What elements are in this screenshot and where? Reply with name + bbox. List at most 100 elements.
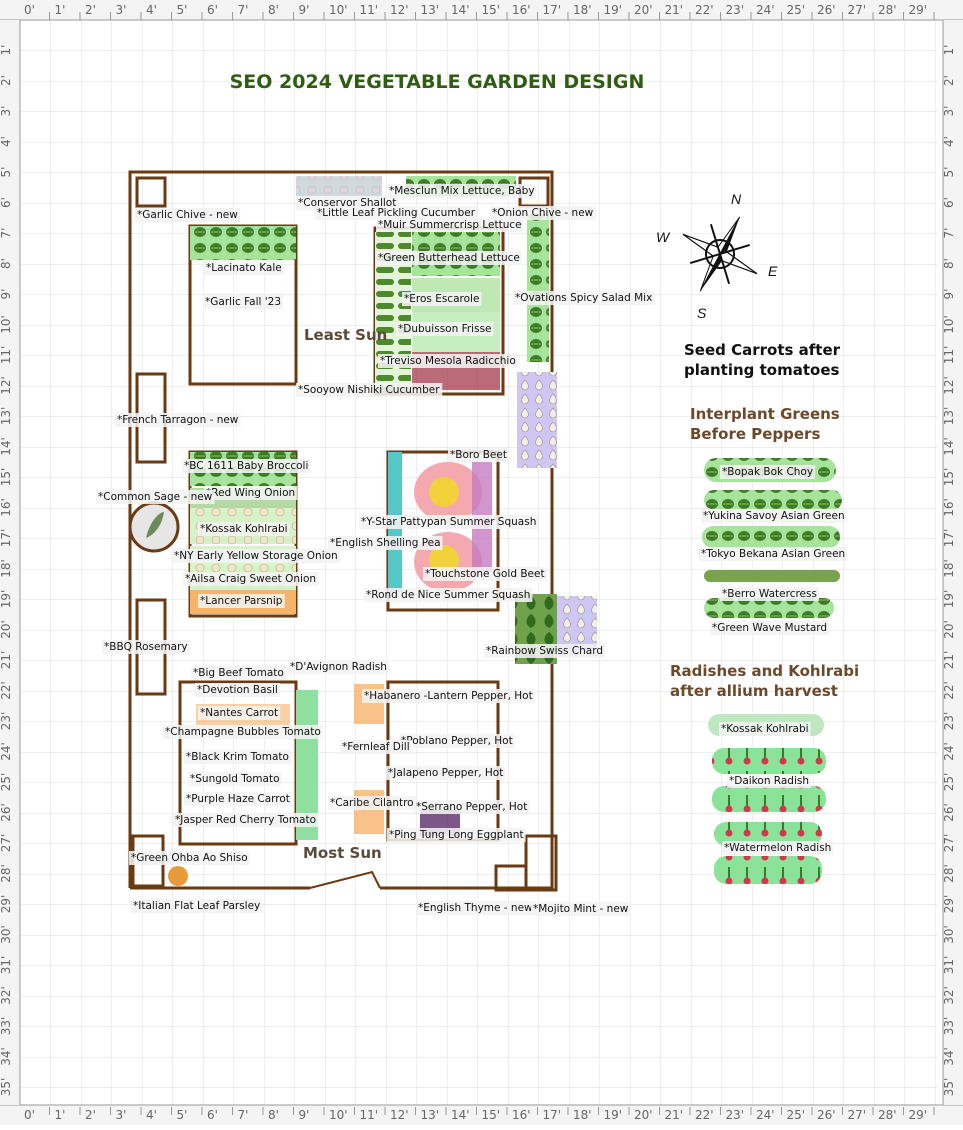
plant-label[interactable]: *Red Wing Onion	[204, 486, 298, 500]
plant-label[interactable]: *Fernleaf Dill	[340, 740, 412, 754]
plant-label[interactable]: *Mojito Mint - new	[531, 902, 631, 916]
ruler-tick-label: 21'	[665, 3, 684, 17]
plant-label[interactable]: *Treviso Mesola Radicchio	[378, 354, 518, 368]
svg-text:*Ovations Spicy Salad Mix: *Ovations Spicy Salad Mix	[515, 292, 652, 304]
plant-label[interactable]: *Habanero -Lantern Pepper, Hot	[362, 689, 535, 703]
ruler-tick-label: 7'	[942, 228, 956, 239]
plant-label[interactable]: *Serrano Pepper, Hot	[414, 800, 530, 814]
ruler-tick-label: 26'	[817, 1108, 836, 1122]
plant-label[interactable]: *Kossak Kohlrabi	[198, 522, 290, 536]
plant-label[interactable]: *Devotion Basil	[195, 683, 280, 697]
plant-label[interactable]: *Berro Watercress	[720, 587, 819, 601]
plant-label[interactable]: *BC 1611 Baby Broccoli	[182, 459, 311, 473]
plant-label[interactable]: *BBQ Rosemary	[102, 640, 190, 654]
ruler-tick-label: 28'	[878, 1108, 897, 1122]
ruler-tick-label: 13'	[421, 3, 440, 17]
svg-text:*Treviso Mesola Radicchio: *Treviso Mesola Radicchio	[380, 355, 516, 367]
plant-label[interactable]: *Ping Tung Long Eggplant	[387, 828, 526, 842]
ruler-tick-label: 16'	[0, 498, 13, 517]
plant-label[interactable]: *Garlic Chive - new	[135, 208, 241, 222]
plant-label[interactable]: *Caribe Cilantro	[328, 796, 416, 810]
plant-label[interactable]: *Jasper Red Cherry Tomato	[173, 813, 319, 827]
plant-label[interactable]: *Rond de Nice Summer Squash	[364, 588, 533, 602]
plant-label[interactable]: *Lacinato Kale	[204, 261, 284, 275]
svg-text:*Green Ohba Ao Shiso: *Green Ohba Ao Shiso	[131, 852, 248, 864]
ruler-tick-label: 8'	[268, 1108, 279, 1122]
ruler-tick-label: 16'	[512, 3, 531, 17]
watermelon-row-1	[714, 822, 822, 846]
svg-text:*Sungold Tomato: *Sungold Tomato	[190, 773, 280, 785]
ruler-tick-label: 12'	[0, 376, 13, 395]
plant-label[interactable]: *Little Leaf Pickling Cucumber	[315, 206, 478, 220]
plant-label[interactable]: *Italian Flat Leaf Parsley	[131, 899, 263, 913]
ruler-tick-label: 10'	[329, 3, 348, 17]
plant-label[interactable]: *Watermelon Radish	[722, 841, 834, 855]
plant-label[interactable]: *Jalapeno Pepper, Hot	[386, 766, 506, 780]
plant-label[interactable]: *Muir Summercrisp Lettuce	[376, 218, 524, 232]
plant-label[interactable]: *Champagne Bubbles Tomato	[163, 725, 323, 739]
plant-label[interactable]: *Kossak Kohlrabi	[719, 722, 811, 736]
plant-label[interactable]: *Ovations Spicy Salad Mix	[513, 291, 655, 305]
plant-label[interactable]: *NY Early Yellow Storage Onion	[172, 549, 340, 563]
plant-label[interactable]: *Black Krim Tomato	[184, 750, 291, 764]
ruler-tick-label: 18'	[573, 3, 592, 17]
ruler-tick-label: 9'	[299, 3, 310, 17]
plant-label[interactable]: *Boro Beet	[448, 448, 509, 462]
svg-text:*Muir Summercrisp Lettuce: *Muir Summercrisp Lettuce	[378, 219, 522, 231]
plant-label[interactable]: *French Tarragon - new	[115, 413, 241, 427]
svg-text:*Berro Watercress: *Berro Watercress	[722, 588, 817, 600]
plant-label[interactable]: *Touchstone Gold Beet	[423, 567, 547, 581]
plant-label[interactable]: *Green Wave Mustard	[710, 621, 830, 635]
ruler-tick-label: 10'	[942, 315, 956, 334]
plant-label[interactable]: *English Shelling Pea	[328, 536, 443, 550]
ruler-tick-label: 18'	[573, 1108, 592, 1122]
plant-label[interactable]: *Purple Haze Carrot	[184, 792, 292, 806]
plant-label[interactable]: *Eros Escarole	[402, 292, 482, 306]
plant-label[interactable]: *Yukina Savoy Asian Green	[701, 509, 847, 523]
svg-text:*Italian Flat Leaf Parsley: *Italian Flat Leaf Parsley	[133, 900, 260, 912]
ruler-tick-label: 5'	[177, 1108, 188, 1122]
plant-label[interactable]: *Green Butterhead Lettuce	[376, 251, 522, 265]
plant-label[interactable]: *Lancer Parsnip	[198, 594, 285, 608]
svg-text:*BBQ Rosemary: *BBQ Rosemary	[104, 641, 188, 653]
ruler-tick-label: 7'	[238, 3, 249, 17]
plant-label[interactable]: *Rainbow Swiss Chard	[484, 644, 606, 658]
ruler-tick-label: 2'	[942, 75, 956, 86]
plant-labels: *Garlic Chive - new*Conservor Shallot*Li…	[96, 184, 848, 916]
plant-label[interactable]: *Sungold Tomato	[188, 772, 282, 786]
plant-label[interactable]: *Poblano Pepper, Hot	[399, 734, 515, 748]
svg-text:*Lancer Parsnip: *Lancer Parsnip	[200, 595, 283, 607]
svg-text:*Lacinato Kale: *Lacinato Kale	[206, 262, 282, 274]
plant-label[interactable]: *Sooyow Nishiki Cucumber	[296, 383, 443, 397]
ruler-tick-label: 8'	[0, 258, 13, 269]
bottom-ruler: 0'1'2'3'4'5'6'7'8'9'10'11'12'13'14'15'16…	[0, 1104, 963, 1125]
ruler-tick-label: 0'	[24, 3, 35, 17]
plant-label[interactable]: *D'Avignon Radish	[288, 660, 389, 674]
ruler-tick-label: 34'	[0, 1047, 13, 1066]
plant-label[interactable]: *Green Ohba Ao Shiso	[129, 851, 250, 865]
plant-label[interactable]: *Onion Chive - new	[490, 206, 596, 220]
plant-label[interactable]: *Bopak Bok Choy	[720, 465, 816, 479]
ruler-tick-label: 24'	[942, 742, 956, 761]
svg-text:*Devotion Basil: *Devotion Basil	[197, 684, 278, 696]
svg-text:*Eros Escarole: *Eros Escarole	[404, 293, 479, 305]
ruler-tick-label: 4'	[146, 1108, 157, 1122]
svg-text:*D'Avignon Radish: *D'Avignon Radish	[290, 661, 387, 673]
plant-label[interactable]: *Tokyo Bekana Asian Green	[699, 547, 848, 561]
plant-label[interactable]: *Dubuisson Frisse	[396, 322, 494, 336]
plant-label[interactable]: *Mesclun Mix Lettuce, Baby	[387, 184, 537, 198]
ruler-tick-label: 12'	[390, 3, 409, 17]
plant-label[interactable]: *English Thyme - new	[416, 901, 536, 915]
svg-text:*English Thyme - new: *English Thyme - new	[418, 902, 533, 914]
plant-label[interactable]: *Ailsa Craig Sweet Onion	[183, 572, 319, 586]
plant-label[interactable]: *Big Beef Tomato	[191, 666, 286, 680]
plant-label[interactable]: *Y-Star Pattypan Summer Squash	[359, 515, 539, 529]
ruler-tick-label: 20'	[634, 3, 653, 17]
plant-label[interactable]: *Daikon Radish	[727, 774, 812, 788]
plant-label[interactable]: *Garlic Fall '23	[203, 295, 284, 309]
svg-text:*Red Wing Onion: *Red Wing Onion	[206, 487, 295, 499]
svg-text:*Y-Star Pattypan Summer Squash: *Y-Star Pattypan Summer Squash	[361, 516, 536, 528]
svg-text:*Rainbow Swiss Chard: *Rainbow Swiss Chard	[486, 645, 603, 657]
plant-label[interactable]: *Nantes Carrot	[198, 706, 281, 720]
plant-label[interactable]: *Common Sage - new	[96, 490, 215, 504]
